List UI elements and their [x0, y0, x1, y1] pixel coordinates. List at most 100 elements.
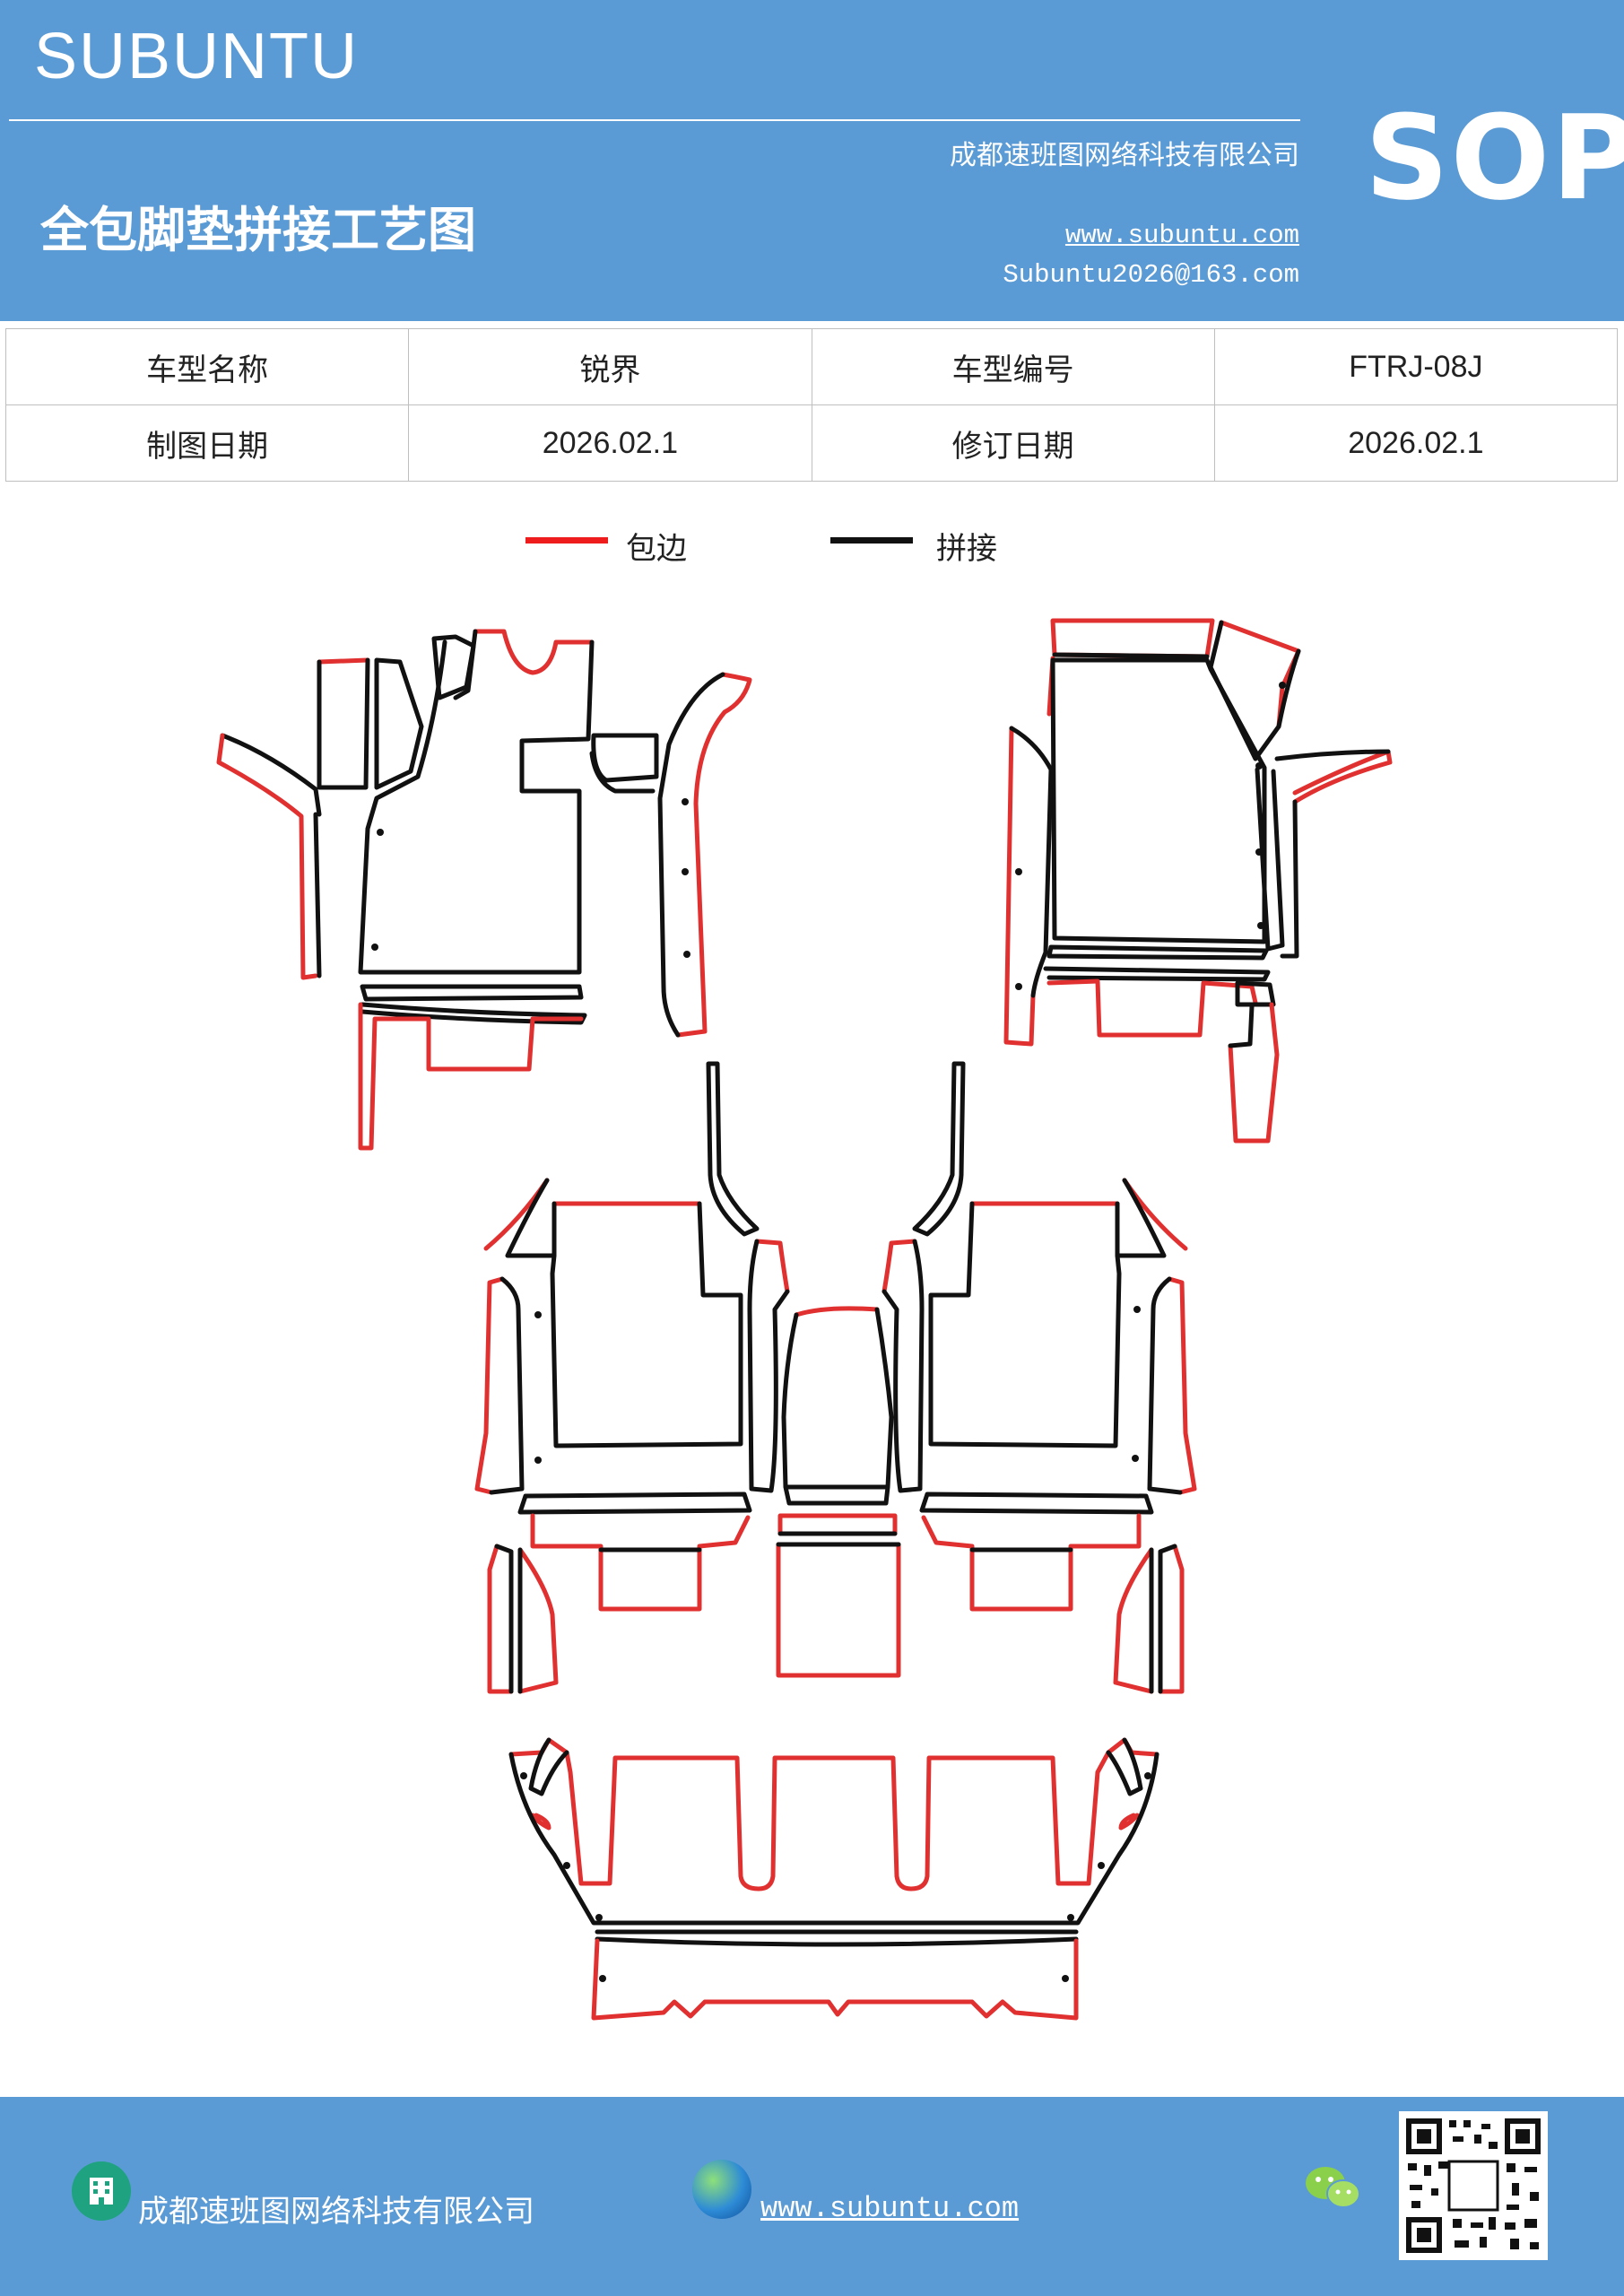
fl-left-wing-inner	[313, 812, 322, 978]
fr-inner-strip	[1255, 767, 1285, 952]
fl-inner-piece	[591, 733, 659, 783]
r2-right-lower-edge	[921, 1513, 1142, 1612]
legend: 包边 拼接	[0, 529, 1624, 574]
r2-right-door-seam	[1149, 1544, 1177, 1694]
r2-right-inner-strip	[881, 1239, 925, 1493]
vehicle-info-table: 车型名称 锐界 车型编号 FTRJ-08J 制图日期 2026.02.1 修订日…	[4, 328, 1619, 482]
legend-edge-swatch	[525, 537, 608, 544]
footer-company-name: 成都速班图网络科技有限公司	[138, 2194, 534, 2230]
fl-upper-piece-edge	[317, 657, 370, 665]
r2-left-side-edge	[474, 1276, 505, 1495]
floor-mat-diagram	[216, 618, 1393, 2021]
r2-right-tunnel	[912, 1061, 966, 1237]
r3-clip-3	[595, 1914, 603, 1921]
fl-main-mat-edge	[473, 629, 595, 675]
brand-logo-text: SUBUNTU	[34, 21, 360, 92]
fl-clip-2	[371, 944, 378, 951]
fr-top-strip-edge	[1050, 618, 1215, 659]
r2-right-heel	[919, 1492, 1154, 1515]
r3-clip-6	[1067, 1914, 1074, 1921]
r2-center-pad-seam	[776, 1531, 901, 1547]
front-right-mat-group	[1003, 618, 1393, 1144]
fr-clip-5	[1015, 868, 1022, 875]
fl-door-sill-edge	[675, 672, 752, 1038]
table-row: 制图日期 2026.02.1 修订日期 2026.02.1	[4, 404, 1619, 482]
fr-wing-edge	[1292, 749, 1393, 804]
header-divider	[9, 119, 1300, 121]
r2-left-side	[489, 1276, 525, 1495]
r3-bottom-edge	[591, 1938, 1079, 2021]
r2-left-wing	[505, 1178, 557, 1258]
r2-left-heel	[517, 1492, 752, 1515]
r2-left-door-seam	[494, 1544, 523, 1694]
legend-seam-label: 拼接	[936, 531, 997, 567]
document-title: 全包脚垫拼接工艺图	[40, 201, 476, 258]
fr-lower-edge	[1046, 978, 1258, 1038]
wechat-icon[interactable]	[1302, 2161, 1365, 2219]
table-row: 车型名称 锐界 车型编号 FTRJ-08J	[4, 328, 1619, 405]
r3-main-edge	[508, 1737, 1159, 1892]
globe-icon	[692, 2160, 751, 2219]
fr-main-mat	[1050, 657, 1267, 944]
fl-main-mat	[358, 629, 595, 975]
email-address: Subuntu2026@163.com	[1003, 260, 1299, 290]
qr-code-icon[interactable]	[1399, 2111, 1548, 2260]
company-name: 成都速班图网络科技有限公司	[950, 140, 1299, 171]
fr-tail-seam	[1228, 1004, 1255, 1048]
draw-date-label: 制图日期	[4, 404, 410, 482]
fl-lower-edge	[358, 1002, 584, 1151]
r2-left-inner-strip-edge	[754, 1239, 790, 1294]
model-name-value: 锐界	[408, 328, 812, 405]
revision-date-label: 修订日期	[811, 404, 1215, 482]
fl-left-wing-seam	[220, 733, 322, 817]
r2-clip-3	[1133, 1306, 1141, 1313]
footer-banner: 成都速班图网络科技有限公司 www.subuntu.com	[0, 2097, 1624, 2296]
fl-clip-3	[682, 798, 689, 805]
model-code-value: FTRJ-08J	[1213, 328, 1619, 405]
r2-left-mat	[550, 1201, 743, 1448]
r3-clip-2	[563, 1862, 570, 1869]
fl-left-wing-edge	[216, 733, 318, 980]
footer-website-link[interactable]: www.subuntu.com	[760, 2192, 1020, 2225]
fr-clip-2	[1255, 762, 1263, 770]
r2-center-mat	[781, 1307, 894, 1506]
fr-clip-1	[1279, 682, 1286, 689]
legend-seam-swatch	[830, 537, 913, 544]
r3-clip-7	[599, 1975, 606, 1982]
r2-right-wing	[1115, 1178, 1167, 1258]
legend-edge-label: 包边	[626, 531, 687, 567]
fl-door-sill	[657, 672, 725, 1038]
r3-clip-1	[520, 1772, 527, 1779]
r2-center-top-edge	[794, 1306, 880, 1318]
second-row-mat-group	[474, 1061, 1197, 1694]
building-icon	[72, 2161, 131, 2221]
model-name-label: 车型名称	[4, 328, 410, 405]
r2-right-mat	[928, 1201, 1122, 1448]
revision-date-value: 2026.02.1	[1213, 404, 1619, 482]
third-row-mat-group	[508, 1737, 1159, 2021]
fr-clip-4	[1257, 922, 1264, 929]
r3-main-seam	[508, 1737, 1159, 1926]
fr-left-strip	[1009, 726, 1054, 998]
website-link[interactable]: www.subuntu.com	[1064, 221, 1299, 250]
r2-right-inner-strip-edge	[881, 1239, 917, 1294]
sop-badge: SOP	[1365, 90, 1624, 226]
fl-clip-4	[682, 868, 689, 875]
r3-right-wing-edge	[1118, 1813, 1140, 1831]
r2-center-pad-edge	[776, 1513, 901, 1678]
draw-date-value: 2026.02.1	[408, 404, 812, 482]
r2-clip-2	[534, 1457, 542, 1464]
r2-clip-4	[1132, 1455, 1139, 1462]
fr-side-panel	[1208, 620, 1301, 761]
fr-wing-seam	[1274, 749, 1391, 959]
r3-clip-8	[1062, 1975, 1069, 1982]
r3-left-wing-edge	[530, 1813, 551, 1831]
fr-left-strip-edge	[1003, 726, 1036, 1047]
r3-seam-strip	[595, 1929, 1079, 1947]
r2-right-door-edge	[1113, 1544, 1185, 1694]
fr-clip-3	[1255, 848, 1263, 856]
fl-upper-piece-2	[374, 657, 424, 790]
r2-left-inner-strip	[747, 1239, 790, 1493]
fl-clip-1	[377, 829, 384, 836]
fl-upper-piece-1	[317, 657, 370, 790]
